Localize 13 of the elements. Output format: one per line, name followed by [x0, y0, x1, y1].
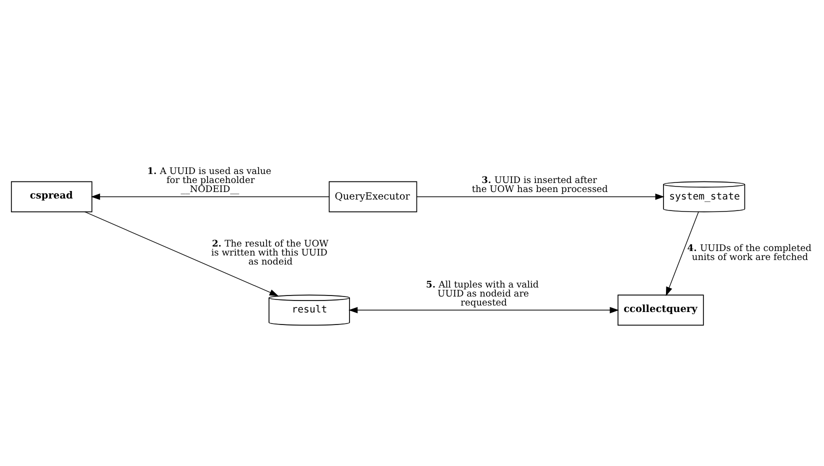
node-box: ccollectquery: [618, 294, 704, 326]
edge-label: 3. UUID is inserted after the UOW has been processed: [472, 175, 608, 196]
edge-label: 5. All tuples with a valid UUID as nodeid are requested: [426, 279, 539, 309]
arrow: [90, 194, 330, 200]
edge-label: 4. UUIDs of the completed units of work are fetched: [687, 242, 812, 264]
node-box: QueryExecutor: [328, 181, 418, 212]
edge-label: 2. The result of the UOW is written with this UUID as nodeid: [211, 238, 329, 268]
arrow: [416, 194, 664, 200]
arrow: [666, 212, 699, 296]
edge-label: 1. A UUID is used as value for the placeholder __NODEID__: [147, 166, 272, 196]
arrow: [348, 306, 619, 314]
node-box: cspread: [10, 181, 92, 212]
arrow: [84, 212, 279, 296]
